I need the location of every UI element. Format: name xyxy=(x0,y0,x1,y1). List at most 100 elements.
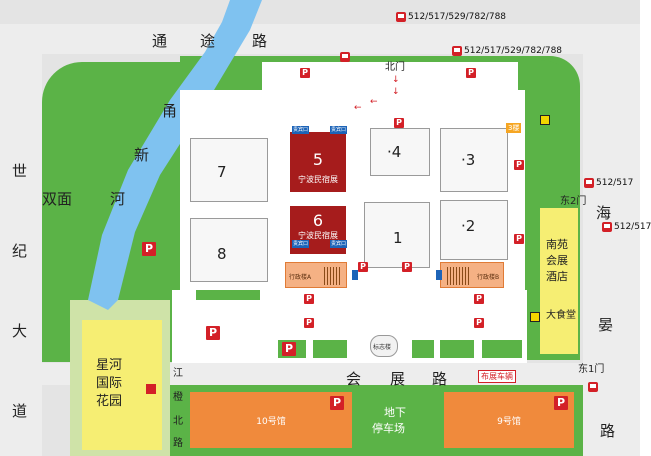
xinghe-garden[interactable]: 星河 国际 花园 xyxy=(82,320,162,450)
bus-lines-label: 512/517 xyxy=(614,222,651,232)
bus-stop-icon[interactable] xyxy=(340,52,350,62)
nanyuan-label-2: 会展 xyxy=(546,254,568,267)
hall-1[interactable]: 1 xyxy=(364,202,430,268)
parking-icon[interactable]: P xyxy=(142,242,156,256)
hall-9-label: 9号馆 xyxy=(497,417,521,427)
bus-stop-icon[interactable] xyxy=(584,178,594,188)
lawn xyxy=(412,340,434,358)
parking-icon[interactable]: P xyxy=(514,160,524,170)
office-b-stairs xyxy=(447,267,469,285)
nanyuan-label-3: 酒店 xyxy=(546,270,568,283)
jiangcheng-road-char: 北 xyxy=(173,416,183,427)
parking-icon[interactable]: P xyxy=(402,262,412,272)
parking-icon[interactable]: P xyxy=(394,118,404,128)
haiyan-road-char: 路 xyxy=(600,422,616,440)
bus-lines-label: 512/517/529/782/788 xyxy=(464,46,563,56)
hall-2[interactable]: ·2 xyxy=(440,200,508,260)
parking-icon[interactable]: P xyxy=(300,68,310,78)
east1-gate-label: 东1门 xyxy=(578,364,605,375)
jiangcheng-road-char: 江 xyxy=(173,368,183,379)
xinghe-label-3: 花园 xyxy=(96,394,123,409)
hall-6-exhibition: 宁波民宿展 xyxy=(298,231,338,240)
info-marker-icon xyxy=(436,270,442,280)
hall-10[interactable]: 10号馆 xyxy=(190,392,352,448)
river-char: 甬 xyxy=(162,102,178,120)
parking-icon[interactable]: P xyxy=(514,234,524,244)
hall-6-label: 6 xyxy=(312,211,324,230)
nanyuan-hotel[interactable]: 南苑 会展 酒店 大食堂 xyxy=(538,206,580,356)
shiji-road-char: 纪 xyxy=(12,242,28,260)
parking-icon[interactable]: P xyxy=(554,396,568,410)
hall-7-label: 7 xyxy=(217,163,227,181)
shopping-cart-icon xyxy=(146,384,156,394)
landmark-building[interactable]: 标志楼 xyxy=(370,335,398,357)
jiangcheng-road-char: 路 xyxy=(173,438,183,449)
haiyan-road-char: 海 xyxy=(596,204,612,222)
lawn xyxy=(440,340,474,358)
shuangmian-label: 双面 xyxy=(42,190,73,208)
parking-icon[interactable]: P xyxy=(330,396,344,410)
hall-3[interactable]: ·3 xyxy=(440,128,508,192)
parking-icon[interactable]: P xyxy=(282,342,296,356)
underground-label-2: 停车场 xyxy=(372,422,405,435)
xinghe-label-1: 星河 xyxy=(96,358,123,373)
hall-5[interactable]: 5 宁波民宿展 xyxy=(290,132,346,192)
hall-4[interactable]: ·4 xyxy=(370,128,430,176)
bus-stop-icon[interactable] xyxy=(452,46,462,56)
hall-3-label: ·3 xyxy=(461,151,476,169)
river-char: 新 xyxy=(134,146,150,164)
hall-7[interactable]: 7 xyxy=(190,138,268,202)
underground-parking[interactable]: 地下 停车场 xyxy=(364,398,432,444)
direction-arrow: ← xyxy=(354,103,362,113)
bus-lines-label: 512/517/529/782/788 xyxy=(408,12,507,22)
direction-arrow: ↓ xyxy=(392,87,400,97)
direction-arrow: ↓ xyxy=(392,75,400,85)
parking-icon[interactable]: P xyxy=(304,294,314,304)
river-char: 河 xyxy=(110,190,126,208)
jiangcheng-road-char: 橙 xyxy=(173,392,183,403)
lawn xyxy=(482,340,522,358)
bus-stop-icon[interactable] xyxy=(602,222,612,232)
landmark-label: 标志楼 xyxy=(373,344,392,351)
canteen-label: 大食堂 xyxy=(546,310,576,321)
parking-icon[interactable]: P xyxy=(304,318,314,328)
office-building-a[interactable]: 行政楼A xyxy=(285,262,347,288)
floor-3-sign: 3楼 xyxy=(506,123,522,133)
office-a-stairs xyxy=(324,267,342,285)
lawn xyxy=(313,340,347,358)
north-gate-label: 北门 xyxy=(385,62,405,73)
office-b-label: 行政楼B xyxy=(477,274,500,281)
hotel-icon xyxy=(540,115,550,125)
office-a-label: 行政楼A xyxy=(289,274,312,281)
office-building-b[interactable]: 行政楼B xyxy=(440,262,504,288)
parking-icon[interactable]: P xyxy=(358,262,368,272)
tongtu-road-char: 路 xyxy=(252,32,268,50)
huizhan-road-char: 会 xyxy=(346,370,362,388)
shiji-avenue xyxy=(0,54,42,456)
haiyan-road-char: 晏 xyxy=(598,316,614,334)
hall-8[interactable]: 8 xyxy=(190,218,268,282)
parking-icon[interactable]: P xyxy=(466,68,476,78)
parking-icon[interactable]: P xyxy=(474,294,484,304)
hall-9[interactable]: 9号馆 xyxy=(444,392,574,448)
tongtu-road xyxy=(0,24,640,54)
hall-2-label: ·2 xyxy=(461,217,476,235)
exhibit-vehicle-sign: 布展车辆 xyxy=(478,370,516,383)
hall-4-label: ·4 xyxy=(387,143,402,161)
huizhan-road-char: 路 xyxy=(432,370,448,388)
nanyuan-label-1: 南苑 xyxy=(546,238,568,251)
vip-entrance-tag: 贵宾口 xyxy=(330,126,348,134)
tongtu-road-char: 通 xyxy=(152,32,168,50)
huizhan-road-char: 展 xyxy=(390,370,406,388)
bus-stop-icon[interactable] xyxy=(588,382,598,392)
parking-icon[interactable]: P xyxy=(206,326,220,340)
parking-icon[interactable]: P xyxy=(474,318,484,328)
hall-10-label: 10号馆 xyxy=(256,417,286,427)
bus-stop-icon[interactable] xyxy=(396,12,406,22)
vip-entrance-tag: 贵宾口 xyxy=(292,240,310,248)
east2-gate-label: 东2门 xyxy=(560,196,587,207)
shiji-road-char: 大 xyxy=(12,322,28,340)
xinghe-label-2: 国际 xyxy=(96,376,123,391)
